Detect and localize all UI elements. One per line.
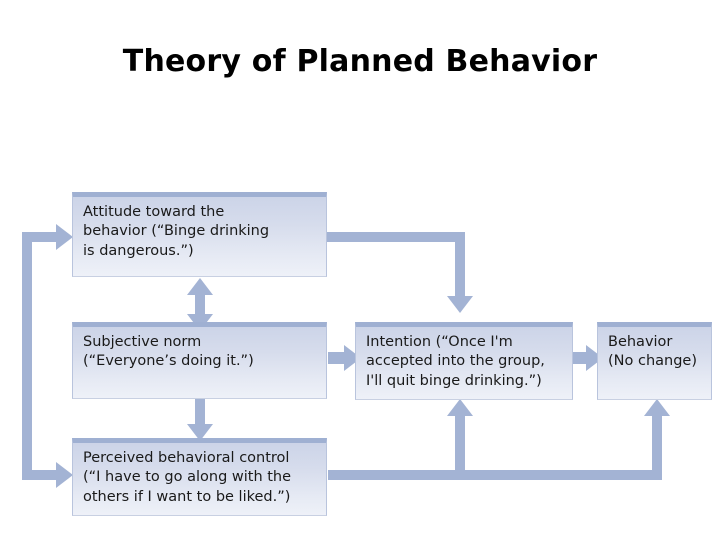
subjective-norm-to-pbc-arrowhead (187, 424, 213, 441)
feedback-to-behavior-arrowhead (644, 399, 670, 416)
node-perceived-behavioral-control-label: Perceived behavioral control (“I have to… (83, 450, 292, 505)
node-attitude[interactable]: Attitude toward the behavior (“Binge dri… (72, 192, 327, 277)
left-bracket-bottom-arm (22, 470, 60, 480)
left-bracket-top-arm (22, 232, 60, 242)
attitude-subjective-norm-shaft (195, 287, 205, 323)
left-bracket-bottom-arrowhead (56, 462, 73, 488)
feedback-to-behavior-shaft (652, 412, 662, 472)
node-intention[interactable]: Intention (“Once I'm accepted into the g… (355, 322, 573, 400)
attitude-to-intention-horizontal (326, 232, 465, 242)
left-bracket-top-arrowhead (56, 224, 73, 250)
attitude-subjective-norm-up-arrowhead (187, 278, 213, 295)
page-title: Theory of Planned Behavior (122, 44, 598, 79)
feedback-bus-horizontal (328, 470, 662, 480)
node-behavior-label: Behavior (No change) (608, 334, 698, 370)
left-bracket-spine (22, 232, 32, 480)
feedback-to-intention-shaft (455, 412, 465, 472)
node-perceived-behavioral-control[interactable]: Perceived behavioral control (“I have to… (72, 438, 327, 516)
subjective-norm-to-intention-shaft (328, 352, 348, 364)
node-subjective-norm[interactable]: Subjective norm (“Everyone’s doing it.”) (72, 322, 327, 399)
attitude-to-intention-arrowhead (447, 296, 473, 313)
node-subjective-norm-label: Subjective norm (“Everyone’s doing it.”) (83, 334, 254, 370)
node-intention-label: Intention (“Once I'm accepted into the g… (366, 334, 545, 389)
feedback-to-intention-arrowhead (447, 399, 473, 416)
intention-to-behavior-shaft (572, 352, 590, 364)
node-attitude-label: Attitude toward the behavior (“Binge dri… (83, 204, 270, 259)
attitude-to-intention-vertical (455, 232, 465, 300)
subjective-norm-to-pbc-shaft (195, 398, 205, 430)
node-behavior[interactable]: Behavior (No change) (597, 322, 712, 400)
